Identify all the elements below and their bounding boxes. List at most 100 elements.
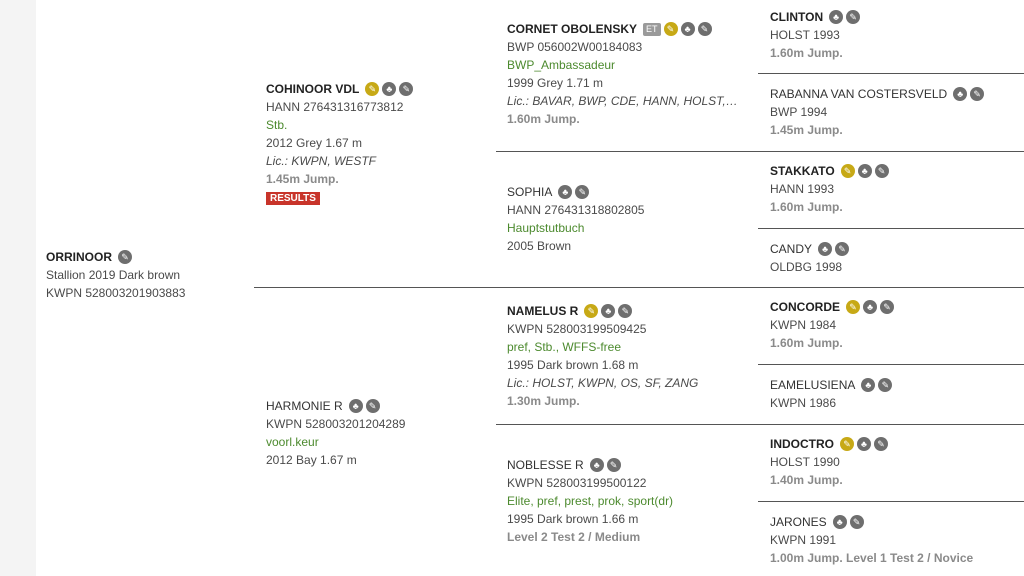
- family-icon[interactable]: ♣: [857, 164, 872, 178]
- results-button[interactable]: RESULTS: [266, 192, 320, 205]
- sire-sire-registration: BWP 056002W00184083: [507, 40, 643, 54]
- pencil-icon[interactable]: ✎: [846, 10, 861, 24]
- dam-dam-studbook: Elite, pref, prest, prok, sport(dr): [507, 494, 674, 508]
- sire-sire-card: CORNET OBOLENSKY ET ✎ ♣ ✎ BWP 056002W001…: [507, 20, 739, 128]
- ancestor-card-6: EAMELUSIENA ♣ ✎ KWPN 1986: [770, 376, 893, 412]
- family-icon[interactable]: ♣: [348, 399, 363, 413]
- family-icon[interactable]: ♣: [680, 22, 695, 36]
- sire-registration: HANN 276431316773812: [266, 100, 404, 114]
- ancestor-perf-5: 1.60m Jump.: [770, 336, 843, 350]
- dam-dam-name[interactable]: NOBLESSE R: [507, 458, 584, 472]
- pencil-icon[interactable]: ✎: [118, 250, 132, 264]
- ancestor-reg-6: KWPN 1986: [770, 396, 837, 410]
- sire-sire-studbook: BWP_Ambassadeur: [507, 58, 616, 72]
- subject-card: ORRINOOR ✎ Stallion 2019 Dark brown KWPN…: [46, 248, 185, 302]
- dam-info: 2012 Bay 1.67 m: [266, 453, 357, 467]
- divider-gen2-top: [496, 151, 1024, 152]
- pencil-icon[interactable]: ✎: [618, 304, 633, 318]
- divider-gen3-4: [758, 501, 1024, 502]
- sire-sire-info: 1999 Grey 1.71 m: [507, 76, 604, 90]
- pencil-icon[interactable]: ✎: [835, 242, 850, 256]
- ancestor-reg-2: BWP 1994: [770, 105, 828, 119]
- pencil-icon[interactable]: ✎: [874, 437, 888, 451]
- pencil-icon[interactable]: ✎: [365, 399, 380, 413]
- ancestor-perf-7: 1.40m Jump.: [770, 473, 843, 487]
- gold-rating-icon[interactable]: ✎: [663, 22, 678, 36]
- dam-registration: KWPN 528003201204289: [266, 417, 406, 431]
- divider-gen3-3: [758, 364, 1024, 365]
- sire-card: COHINOOR VDL ✎ ♣ ✎ HANN 276431316773812 …: [266, 80, 414, 206]
- ancestor-reg-1: HOLST 1993: [770, 28, 840, 42]
- dam-sire-performance: 1.30m Jump.: [507, 394, 580, 408]
- dam-sire-info: 1995 Dark brown 1.68 m: [507, 358, 639, 372]
- ancestor-name-6[interactable]: EAMELUSIENA: [770, 378, 856, 392]
- pencil-icon[interactable]: ✎: [399, 82, 414, 96]
- family-icon[interactable]: ♣: [861, 378, 876, 392]
- divider-gen3-2: [758, 228, 1024, 229]
- ancestor-reg-3: HANN 1993: [770, 182, 835, 196]
- sire-name[interactable]: COHINOOR VDL: [266, 82, 360, 96]
- ancestor-card-3: STAKKATO ✎ ♣ ✎ HANN 1993 1.60m Jump.: [770, 162, 889, 216]
- gold-rating-icon[interactable]: ✎: [365, 82, 380, 96]
- ancestor-name-8[interactable]: JARONES: [770, 515, 827, 529]
- ancestor-name-5[interactable]: CONCORDE: [770, 300, 841, 314]
- family-icon[interactable]: ♣: [382, 82, 397, 96]
- ancestor-reg-5: KWPN 1984: [770, 318, 837, 332]
- ancestor-reg-4: OLDBG 1998: [770, 260, 843, 274]
- ancestor-name-4[interactable]: CANDY: [770, 242, 813, 256]
- ancestor-card-5: CONCORDE ✎ ♣ ✎ KWPN 1984 1.60m Jump.: [770, 298, 895, 352]
- dam-name[interactable]: HARMONIE R: [266, 399, 343, 413]
- pencil-icon[interactable]: ✎: [878, 378, 893, 392]
- ancestor-perf-2: 1.45m Jump.: [770, 123, 843, 137]
- gold-rating-icon[interactable]: ✎: [840, 164, 855, 178]
- et-badge: ET: [643, 22, 661, 36]
- ancestor-name-7[interactable]: INDOCTRO: [770, 437, 834, 451]
- ancestor-card-4: CANDY ♣ ✎ OLDBG 1998: [770, 240, 850, 276]
- dam-sire-name[interactable]: NAMELUS R: [507, 304, 579, 318]
- gold-rating-icon[interactable]: ✎: [584, 304, 599, 318]
- divider-gen3-1: [758, 73, 1024, 74]
- sire-performance: 1.45m Jump.: [266, 172, 339, 186]
- sire-sire-name[interactable]: CORNET OBOLENSKY: [507, 22, 638, 36]
- sire-dam-name[interactable]: SOPHIA: [507, 185, 553, 199]
- sire-sire-licence: Lic.: BAVAR, BWP, CDE, HANN, HOLST, KWP.…: [507, 94, 739, 108]
- sire-sire-performance: 1.60m Jump.: [507, 112, 580, 126]
- pencil-icon[interactable]: ✎: [575, 185, 590, 199]
- ancestor-reg-7: HOLST 1990: [770, 455, 840, 469]
- family-icon[interactable]: ♣: [601, 304, 616, 318]
- family-icon[interactable]: ♣: [829, 10, 844, 24]
- ancestor-name-3[interactable]: STAKKATO: [770, 164, 835, 178]
- dam-sire-card: NAMELUS R ✎ ♣ ✎ KWPN 528003199509425 pre…: [507, 302, 698, 410]
- family-icon[interactable]: ♣: [818, 242, 833, 256]
- family-icon[interactable]: ♣: [953, 87, 968, 101]
- pencil-icon[interactable]: ✎: [880, 300, 895, 314]
- subject-name[interactable]: ORRINOOR: [46, 250, 112, 264]
- dam-sire-registration: KWPN 528003199509425: [507, 322, 647, 336]
- dam-sire-studbook: pref, Stb., WFFS-free: [507, 340, 622, 354]
- gold-rating-icon[interactable]: ✎: [846, 300, 861, 314]
- ancestor-card-7: INDOCTRO ✎ ♣ ✎ HOLST 1990 1.40m Jump.: [770, 435, 888, 489]
- divider-gen2-bottom: [496, 424, 1024, 425]
- sire-dam-card: SOPHIA ♣ ✎ HANN 276431318802805 Hauptstu…: [507, 183, 644, 255]
- divider-gen1: [254, 287, 1024, 288]
- pencil-icon[interactable]: ✎: [697, 22, 712, 36]
- family-icon[interactable]: ♣: [832, 515, 847, 529]
- family-icon[interactable]: ♣: [558, 185, 573, 199]
- pencil-icon[interactable]: ✎: [970, 87, 985, 101]
- ancestor-perf-8: 1.00m Jump. Level 1 Test 2 / Novice: [770, 551, 974, 565]
- family-icon[interactable]: ♣: [863, 300, 878, 314]
- ancestor-reg-8: KWPN 1991: [770, 533, 837, 547]
- subject-registration: KWPN 528003201903883: [46, 286, 186, 300]
- pencil-icon[interactable]: ✎: [849, 515, 864, 529]
- pencil-icon[interactable]: ✎: [606, 458, 621, 472]
- sire-dam-registration: HANN 276431318802805: [507, 203, 645, 217]
- ancestor-name-1[interactable]: CLINTON: [770, 10, 824, 24]
- family-icon[interactable]: ♣: [857, 437, 871, 451]
- pencil-icon[interactable]: ✎: [874, 164, 889, 178]
- ancestor-name-2[interactable]: RABANNA VAN COSTERSVELD: [770, 87, 948, 101]
- sire-dam-info: 2005 Brown: [507, 239, 572, 253]
- sire-studbook: Stb.: [266, 118, 288, 132]
- gold-rating-icon[interactable]: ✎: [840, 437, 854, 451]
- dam-sire-licence: Lic.: HOLST, KWPN, OS, SF, ZANG: [507, 376, 699, 390]
- family-icon[interactable]: ♣: [589, 458, 604, 472]
